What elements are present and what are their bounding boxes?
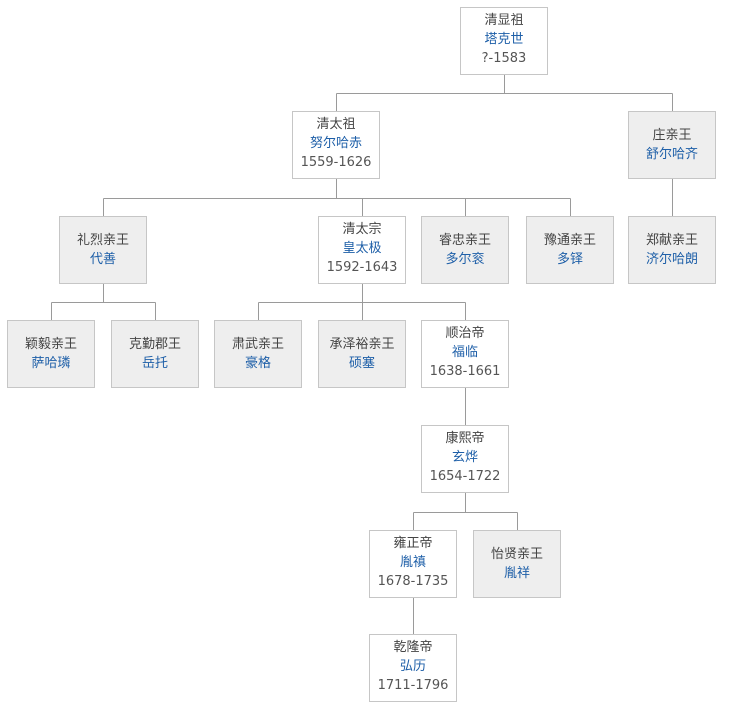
node-title: 克勤郡王: [128, 337, 181, 352]
node-qianlongdi: 乾隆帝弘历 1711-1796: [369, 634, 457, 702]
node-title: 礼烈亲王: [76, 233, 129, 248]
node-name-link[interactable]: 济尔哈朗: [645, 252, 698, 267]
node-chengzeyuqinwang: 承泽裕亲王硕塞: [318, 320, 406, 388]
node-title: 清显祖: [484, 13, 524, 28]
node-title: 颖毅亲王: [24, 337, 77, 352]
node-qingtaizong: 清太宗皇太极 1592-1643: [318, 216, 406, 284]
node-name-link[interactable]: 多尔衮: [445, 252, 485, 267]
node-qingxianzu: 清显祖塔克世 ?-1583: [460, 7, 548, 75]
node-title: 承泽裕亲王: [329, 337, 395, 352]
node-lieqinwang: 礼烈亲王代善: [59, 216, 147, 284]
node-name-link[interactable]: 玄烨: [451, 450, 478, 465]
node-name-link[interactable]: 努尔哈赤: [309, 136, 362, 151]
node-suwuqinwang: 肃武亲王豪格: [214, 320, 302, 388]
node-name-link[interactable]: 福临: [451, 345, 478, 360]
node-name-link[interactable]: 舒尔哈齐: [645, 147, 698, 162]
node-yixianqinwang: 怡贤亲王胤祥: [473, 530, 561, 598]
node-name-link[interactable]: 胤禛: [399, 555, 426, 570]
node-years: 1711-1796: [377, 678, 449, 693]
node-name-link[interactable]: 代善: [89, 252, 116, 267]
node-yingyiqinwang: 颖毅亲王萨哈璘: [7, 320, 95, 388]
node-years: 1559-1626: [300, 155, 372, 170]
node-zhuangqinwang: 庄亲王舒尔哈齐: [628, 111, 716, 179]
node-zhengxianqinwang: 郑献亲王济尔哈朗: [628, 216, 716, 284]
node-shunzhidi: 顺治帝福临 1638-1661: [421, 320, 509, 388]
node-title: 怡贤亲王: [490, 547, 543, 562]
node-name-link[interactable]: 豪格: [244, 356, 271, 371]
node-title: 乾隆帝: [393, 640, 433, 655]
node-title: 雍正帝: [393, 536, 433, 551]
node-ruizhongqinwang: 睿忠亲王多尔衮: [421, 216, 509, 284]
node-name-link[interactable]: 胤祥: [503, 566, 530, 581]
node-name-link[interactable]: 塔克世: [484, 32, 524, 47]
node-title: 庄亲王: [652, 128, 692, 143]
node-kangxidi: 康熙帝玄烨 1654-1722: [421, 425, 509, 493]
node-title: 清太宗: [342, 222, 382, 237]
node-name-link[interactable]: 萨哈璘: [31, 356, 71, 371]
node-title: 睿忠亲王: [438, 233, 491, 248]
node-years: 1678-1735: [377, 574, 449, 589]
node-years: 1592-1643: [326, 260, 398, 275]
node-name-link[interactable]: 硕塞: [348, 356, 375, 371]
node-yongzhengdi: 雍正帝胤禛 1678-1735: [369, 530, 457, 598]
node-title: 肃武亲王: [231, 337, 284, 352]
node-title: 顺治帝: [445, 326, 485, 341]
node-name-link[interactable]: 皇太极: [342, 241, 382, 256]
node-years: 1654-1722: [429, 469, 501, 484]
node-name-link[interactable]: 岳托: [141, 356, 168, 371]
node-title: 豫通亲王: [543, 233, 596, 248]
node-title: 康熙帝: [445, 431, 485, 446]
node-name-link[interactable]: 多铎: [556, 252, 583, 267]
node-qingtaizu: 清太祖努尔哈赤 1559-1626: [292, 111, 380, 179]
node-name-link[interactable]: 弘历: [399, 659, 426, 674]
node-years: ?-1583: [481, 51, 527, 66]
node-years: 1638-1661: [429, 364, 501, 379]
node-title: 清太祖: [316, 117, 356, 132]
node-keqinjunwang: 克勤郡王岳托: [111, 320, 199, 388]
node-yutongqinwang: 豫通亲王多铎: [526, 216, 614, 284]
node-title: 郑献亲王: [645, 233, 698, 248]
